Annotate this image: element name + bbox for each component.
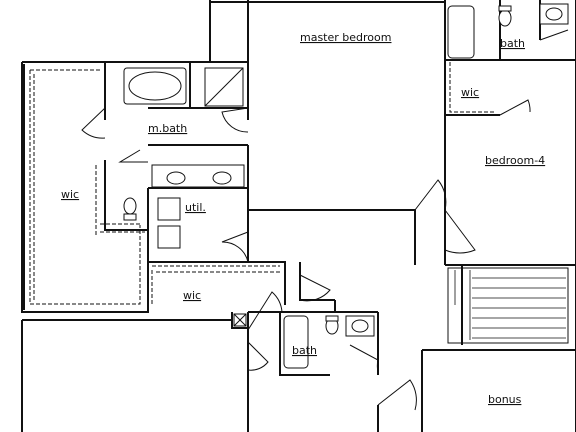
- stairs: [447, 267, 569, 344]
- label-util: util.: [185, 201, 206, 214]
- label-wic-top: wic: [461, 86, 479, 99]
- dryer: [157, 225, 181, 249]
- label-wic-mid: wic: [183, 289, 201, 302]
- fixtures: [123, 3, 569, 369]
- label-bonus: bonus: [488, 393, 522, 406]
- label-master-bedroom: master bedroom: [300, 31, 391, 44]
- label-bath-bottom: bath: [292, 344, 317, 357]
- washer: [157, 197, 181, 221]
- bathtub-top-right: [447, 5, 475, 59]
- toilet-top-right: [498, 9, 512, 27]
- closet-shelving: [29, 62, 496, 306]
- master-toilet: [123, 197, 137, 215]
- label-bedroom-4: bedroom-4: [485, 154, 545, 167]
- doors: [81, 29, 569, 411]
- bathtub-lower: [283, 315, 309, 369]
- label-m-bath: m.bath: [148, 122, 187, 135]
- label-wic-left: wic: [61, 188, 79, 201]
- room-labels: master bedroom bath wic m.bath bedroom-4…: [61, 31, 545, 406]
- label-bath-top: bath: [500, 37, 525, 50]
- walls: [21, 0, 576, 432]
